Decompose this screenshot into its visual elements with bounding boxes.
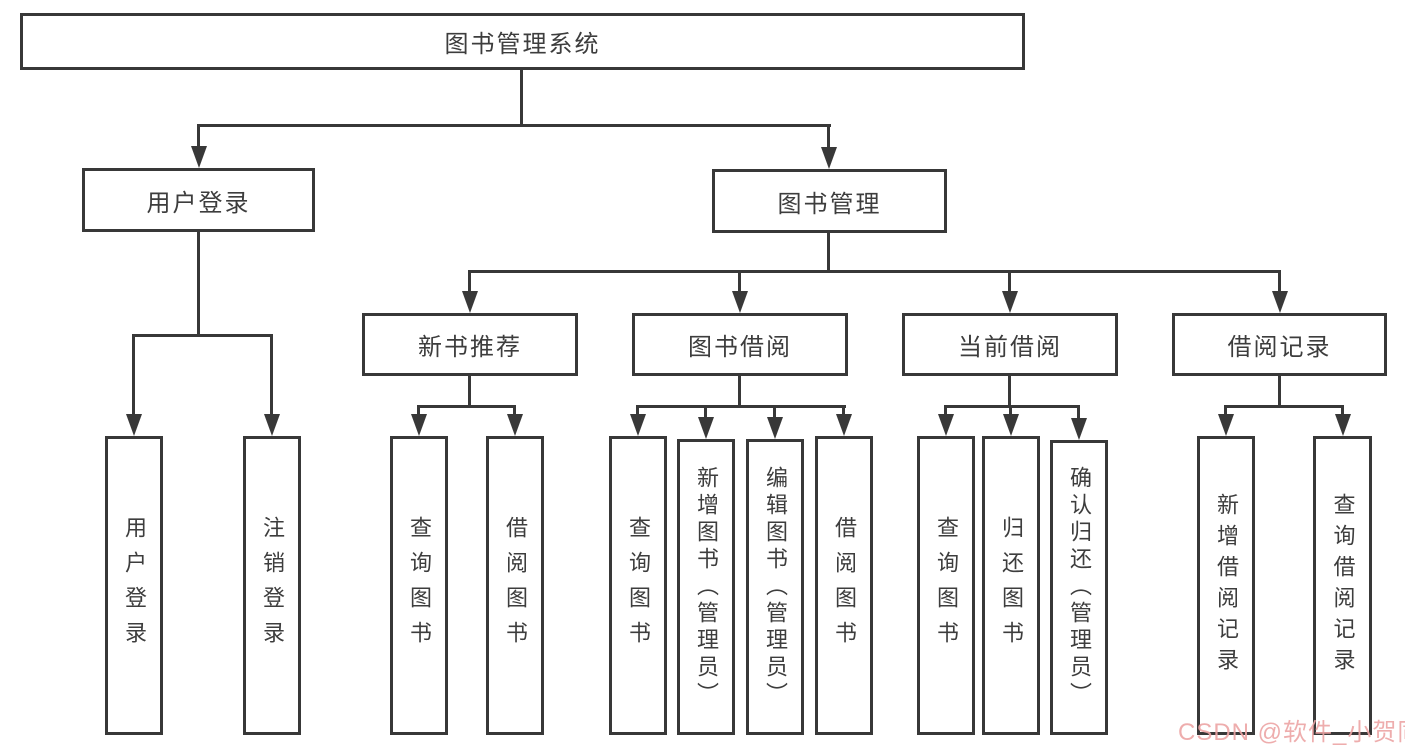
- node-borrow-records: 借阅记录: [1172, 313, 1387, 376]
- connector-arrow: [698, 417, 714, 439]
- connector-line: [132, 334, 273, 337]
- connector-line: [704, 405, 707, 419]
- connector-arrow: [821, 147, 837, 169]
- connector-line: [944, 405, 1080, 408]
- connector-arrow: [126, 414, 142, 436]
- connector-line: [1224, 405, 1344, 408]
- connector-arrow: [630, 414, 646, 436]
- connector-line: [773, 405, 776, 419]
- connector-line: [1077, 405, 1080, 420]
- connector-arrow: [191, 146, 207, 168]
- connector-arrow: [1071, 418, 1087, 440]
- connector-line: [520, 68, 523, 126]
- node-book-management: 图书管理: [712, 169, 947, 233]
- leaf-confirm-return-admin: 确认归还（管理员）: [1050, 440, 1108, 735]
- leaf-logout: 注销登录: [243, 436, 301, 735]
- leaf-add-borrow-record: 新增借阅记录: [1197, 436, 1255, 735]
- connector-line: [417, 405, 420, 417]
- connector-line: [738, 270, 741, 294]
- connector-arrow: [836, 414, 852, 436]
- connector-line: [1008, 376, 1011, 408]
- connector-line: [827, 233, 830, 272]
- connector-line: [1278, 376, 1281, 408]
- connector-line: [738, 376, 741, 408]
- connector-line: [468, 376, 471, 408]
- connector-arrow: [1003, 414, 1019, 436]
- leaf-query-books-2: 查询图书: [609, 436, 667, 735]
- connector-line: [1278, 270, 1281, 294]
- leaf-return-books: 归还图书: [982, 436, 1040, 735]
- connector-line: [468, 270, 471, 294]
- connector-line: [513, 405, 516, 417]
- watermark: CSDN @软件_小贺同学: [1178, 719, 1405, 746]
- connector-line: [1008, 270, 1011, 294]
- connector-arrow: [1335, 414, 1351, 436]
- connector-line: [468, 270, 1281, 273]
- connector-arrow: [938, 414, 954, 436]
- connector-arrow: [732, 291, 748, 313]
- connector-arrow: [411, 414, 427, 436]
- node-user-login: 用户登录: [82, 168, 315, 232]
- connector-line: [197, 124, 200, 150]
- connector-arrow: [1218, 414, 1234, 436]
- node-book-borrow: 图书借阅: [632, 313, 848, 376]
- connector-line: [636, 405, 639, 417]
- connector-line: [132, 334, 135, 416]
- connector-line: [417, 405, 516, 408]
- node-new-book-recommend: 新书推荐: [362, 313, 578, 376]
- connector-line: [944, 405, 947, 417]
- connector-line: [636, 405, 846, 408]
- connector-line: [827, 124, 830, 150]
- connector-arrow: [264, 414, 280, 436]
- leaf-borrow-books-1: 借阅图书: [486, 436, 544, 735]
- connector-arrow: [462, 291, 478, 313]
- connector-line: [842, 405, 845, 417]
- connector-line: [197, 232, 200, 337]
- connector-line: [1224, 405, 1227, 417]
- node-current-borrow: 当前借阅: [902, 313, 1118, 376]
- connector-arrow: [507, 414, 523, 436]
- connector-line: [197, 124, 831, 127]
- leaf-query-books-3: 查询图书: [917, 436, 975, 735]
- leaf-borrow-books-2: 借阅图书: [815, 436, 873, 735]
- connector-arrow: [1272, 291, 1288, 313]
- leaf-query-borrow-record: 查询借阅记录: [1313, 436, 1372, 735]
- leaf-edit-books-admin: 编辑图书（管理员）: [746, 439, 804, 735]
- connector-line: [1341, 405, 1344, 417]
- node-library-system: 图书管理系统: [20, 13, 1025, 70]
- leaf-add-books-admin: 新增图书（管理员）: [677, 439, 735, 735]
- leaf-query-books-1: 查询图书: [390, 436, 448, 735]
- connector-line: [1009, 405, 1012, 417]
- connector-arrow: [1002, 291, 1018, 313]
- connector-arrow: [767, 417, 783, 439]
- connector-line: [270, 334, 273, 416]
- leaf-user-login: 用户登录: [105, 436, 163, 735]
